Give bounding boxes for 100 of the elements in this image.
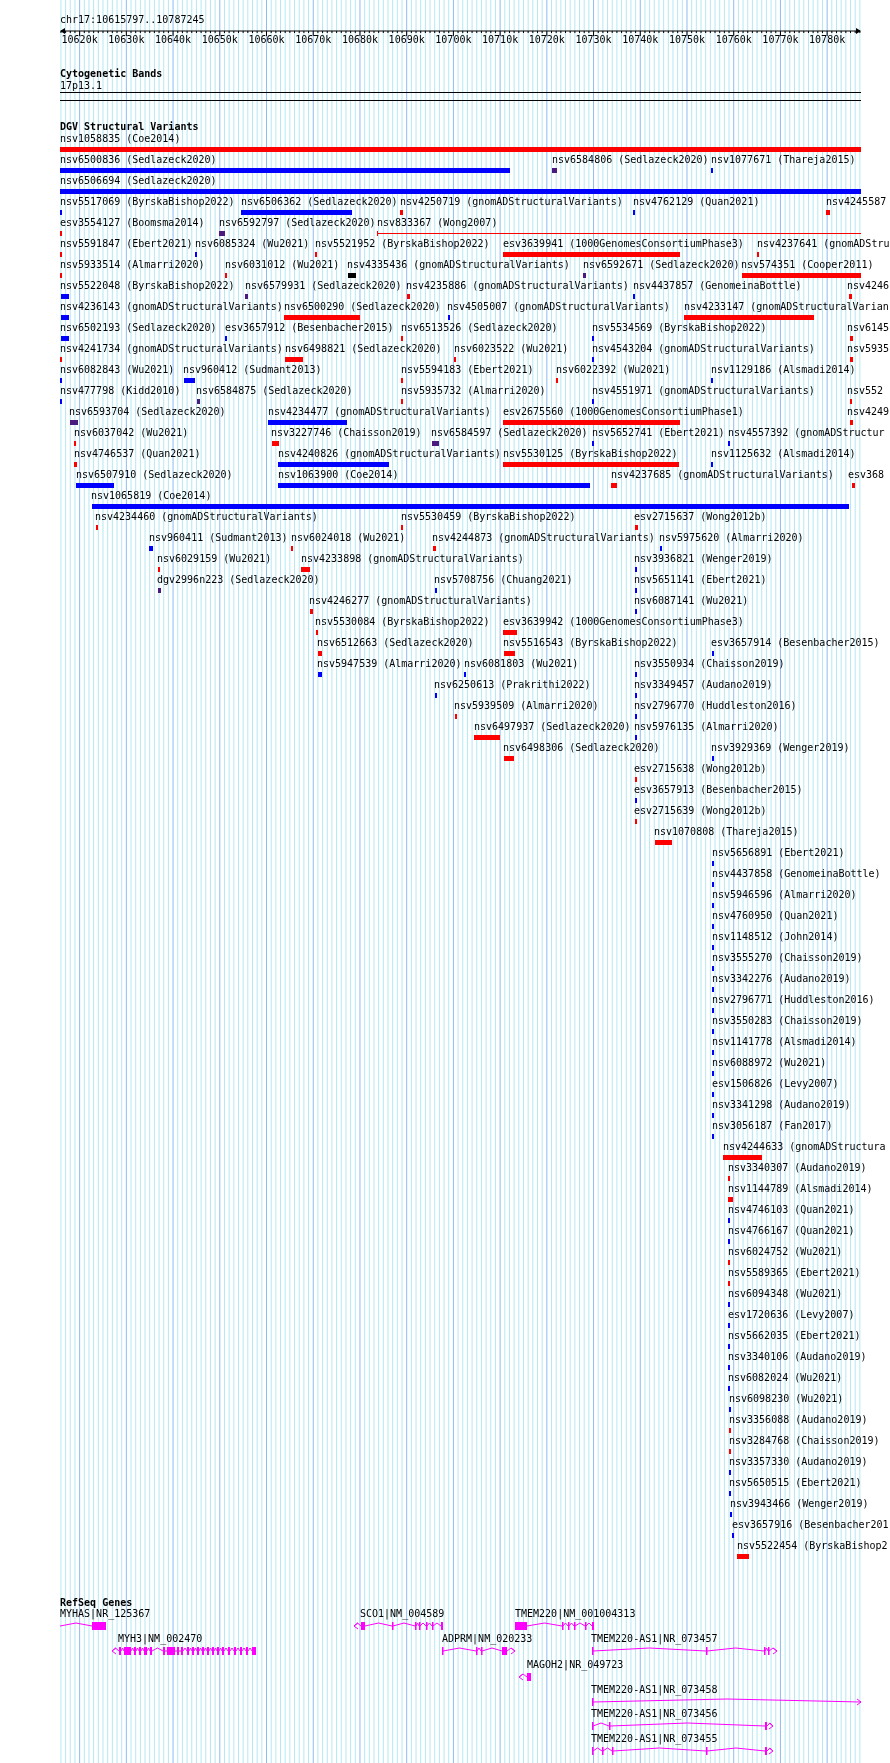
variant-label: esv2675560 (1000GenomesConsortiumPhase1) (503, 406, 744, 418)
variant-label: nsv3929369 (Wenger2019) (711, 742, 850, 754)
variant-label: nsv4335436 (gnomADStructuralVariants) (347, 259, 570, 271)
variant-label: nsv4543204 (gnomADStructuralVariants) (592, 343, 815, 355)
scale-label: 10720k (528, 34, 565, 46)
variant-label: nsv5522048 (ByrskaBishop2022) (60, 280, 235, 292)
variant-label: nsv4241734 (gnomADStructuralVariants) (60, 343, 283, 355)
gene-label: MYH3|NM_002470 (118, 1633, 203, 1645)
variant-label: esv368 (848, 469, 885, 481)
variant-label: nsv6088972 (Wu2021) (712, 1057, 827, 1069)
variant-label: nsv4233898 (gnomADStructuralVariants) (301, 553, 524, 565)
variant-label: nsv4551971 (gnomADStructuralVariants) (592, 385, 815, 397)
variant-label: nsv5656891 (Ebert2021) (712, 847, 845, 859)
variant-label: nsv4249 (847, 406, 890, 418)
variant-label: nsv5935 (847, 343, 890, 355)
gene-label: MYHAS|NR_125367 (60, 1608, 151, 1620)
variant-label: esv3657914 (Besenbacher2015) (711, 637, 880, 649)
variant-label: nsv4240826 (gnomADStructuralVariants) (278, 448, 501, 460)
gene-label: TMEM220|NM_001004313 (515, 1608, 636, 1620)
variant-label: nsv6498306 (Sedlazeck2020) (503, 742, 660, 754)
scale-label: 10640k (155, 34, 192, 46)
variant-label: nsv6584806 (Sedlazeck2020) (552, 154, 709, 166)
variant-label: nsv6579931 (Sedlazeck2020) (245, 280, 402, 292)
variant-label: nsv6145 (847, 322, 890, 334)
variant-label: nsv6085324 (Wu2021) (195, 238, 310, 250)
variant-label: nsv5516543 (ByrskaBishop2022) (503, 637, 678, 649)
variant-label: nsv3056187 (Fan2017) (712, 1120, 833, 1132)
variant-label: nsv4237641 (gnomADStru (757, 238, 890, 250)
variant-label: nsv4762129 (Quan2021) (633, 196, 760, 208)
variant-label: nsv4234460 (gnomADStructuralVariants) (95, 511, 318, 523)
variant-label: esv3657912 (Besenbacher2015) (225, 322, 394, 334)
variant-label: nsv574351 (Cooper2011) (741, 259, 874, 271)
variant-label: nsv6023522 (Wu2021) (454, 343, 569, 355)
variant-label: nsv3550283 (Chaisson2019) (712, 1015, 863, 1027)
variant-label: nsv960411 (Sudmant2013) (149, 532, 288, 544)
coordinate-label: chr17:10615797..10787245 (60, 14, 205, 26)
variant-label: nsv5589365 (Ebert2021) (728, 1267, 861, 1279)
variant-label: nsv3550934 (Chaisson2019) (634, 658, 785, 670)
variant-label: nsv4244633 (gnomADStructura (723, 1141, 886, 1153)
variant-label: nsv5530459 (ByrskaBishop2022) (401, 511, 576, 523)
variant-label: nsv4244873 (gnomADStructuralVariants) (432, 532, 655, 544)
scale-label: 10660k (248, 34, 285, 46)
scale-label: 10770k (762, 34, 799, 46)
variant-label: nsv3342276 (Audano2019) (712, 973, 851, 985)
variant-label: nsv5522454 (ByrskaBishop2 (737, 1540, 888, 1552)
variant-label: nsv4237685 (gnomADStructuralVariants) (611, 469, 834, 481)
variant-label: nsv6024752 (Wu2021) (728, 1246, 843, 1258)
variant-label: nsv3340106 (Audano2019) (728, 1351, 867, 1363)
scale-label: 10700k (435, 34, 472, 46)
variant-label: nsv4235886 (gnomADStructuralVariants) (406, 280, 629, 292)
variant-label: esv3657913 (Besenbacher2015) (634, 784, 803, 796)
variant-label: nsv5651141 (Ebert2021) (634, 574, 767, 586)
variant-label: nsv6500290 (Sedlazeck2020) (284, 301, 441, 313)
variant-label: nsv6022392 (Wu2021) (556, 364, 671, 376)
variant-label: nsv5517069 (ByrskaBishop2022) (60, 196, 235, 208)
scale-label: 10710k (482, 34, 519, 46)
variant-label: esv2715637 (Wong2012b) (634, 511, 767, 523)
variant-label: nsv6592671 (Sedlazeck2020) (583, 259, 740, 271)
variant-label: nsv5534569 (ByrskaBishop2022) (592, 322, 767, 334)
variant-label: nsv5652741 (Ebert2021) (592, 427, 725, 439)
variant-label: esv3657916 (Besenbacher201 (732, 1519, 889, 1531)
variant-label: nsv6250613 (Prakrithi2022) (434, 679, 591, 691)
variant-label: esv1506826 (Levy2007) (712, 1078, 839, 1090)
variant-label: nsv4766167 (Quan2021) (728, 1225, 855, 1237)
variant-label: nsv4233147 (gnomADStructuralVarian (684, 301, 889, 313)
variant-label: nsv4234477 (gnomADStructuralVariants) (268, 406, 491, 418)
variant-label: nsv3284768 (Chaisson2019) (729, 1435, 880, 1447)
variant-label: esv3639942 (1000GenomesConsortiumPhase3) (503, 616, 744, 628)
scale-label: 10670k (295, 34, 332, 46)
variant-label: nsv3341298 (Audano2019) (712, 1099, 851, 1111)
variant-label: nsv833367 (Wong2007) (377, 217, 498, 229)
variant-label: nsv6506694 (Sedlazeck2020) (60, 175, 217, 187)
variant-label: nsv5662035 (Ebert2021) (728, 1330, 861, 1342)
variant-label: nsv5976135 (Almarri2020) (634, 721, 779, 733)
variant-label: nsv6031012 (Wu2021) (225, 259, 340, 271)
variant-label: esv2715639 (Wong2012b) (634, 805, 767, 817)
variant-label: nsv6082024 (Wu2021) (728, 1372, 843, 1384)
variant-label: nsv1144789 (Alsmadi2014) (728, 1183, 873, 1195)
variant-label: nsv5591847 (Ebert2021) (60, 238, 193, 250)
variant-label: nsv6082843 (Wu2021) (60, 364, 175, 376)
variant-label: nsv4437857 (GenomeinaBottle) (633, 280, 802, 292)
variant-label: nsv6094348 (Wu2021) (728, 1288, 843, 1300)
variant-label: nsv4557392 (gnomADStructur (728, 427, 885, 439)
variant-label: nsv5933514 (Almarri2020) (60, 259, 205, 271)
variant-label: nsv4250719 (gnomADStructuralVariants) (400, 196, 623, 208)
variant-label: nsv1125632 (Alsmadi2014) (711, 448, 856, 460)
variant-label: nsv6584597 (Sedlazeck2020) (431, 427, 588, 439)
track-title: RefSeq Genes (60, 1597, 133, 1609)
variant-label: nsv6500836 (Sedlazeck2020) (60, 154, 217, 166)
track-title: Cytogenetic Bands (60, 68, 163, 80)
variant-label: esv2715638 (Wong2012b) (634, 763, 767, 775)
variant-label: nsv3349457 (Audano2019) (634, 679, 773, 691)
variant-label: nsv552 (847, 385, 884, 397)
variant-label: nsv4246 (847, 280, 890, 292)
variant-label: nsv4505007 (gnomADStructuralVariants) (447, 301, 670, 313)
variant-label: nsv1148512 (John2014) (712, 931, 839, 943)
variant-label: nsv5946596 (Almarri2020) (712, 889, 857, 901)
variant-label: nsv5935732 (Almarri2020) (401, 385, 546, 397)
variant-label: nsv6593704 (Sedlazeck2020) (69, 406, 226, 418)
variant-label: nsv6592797 (Sedlazeck2020) (219, 217, 376, 229)
